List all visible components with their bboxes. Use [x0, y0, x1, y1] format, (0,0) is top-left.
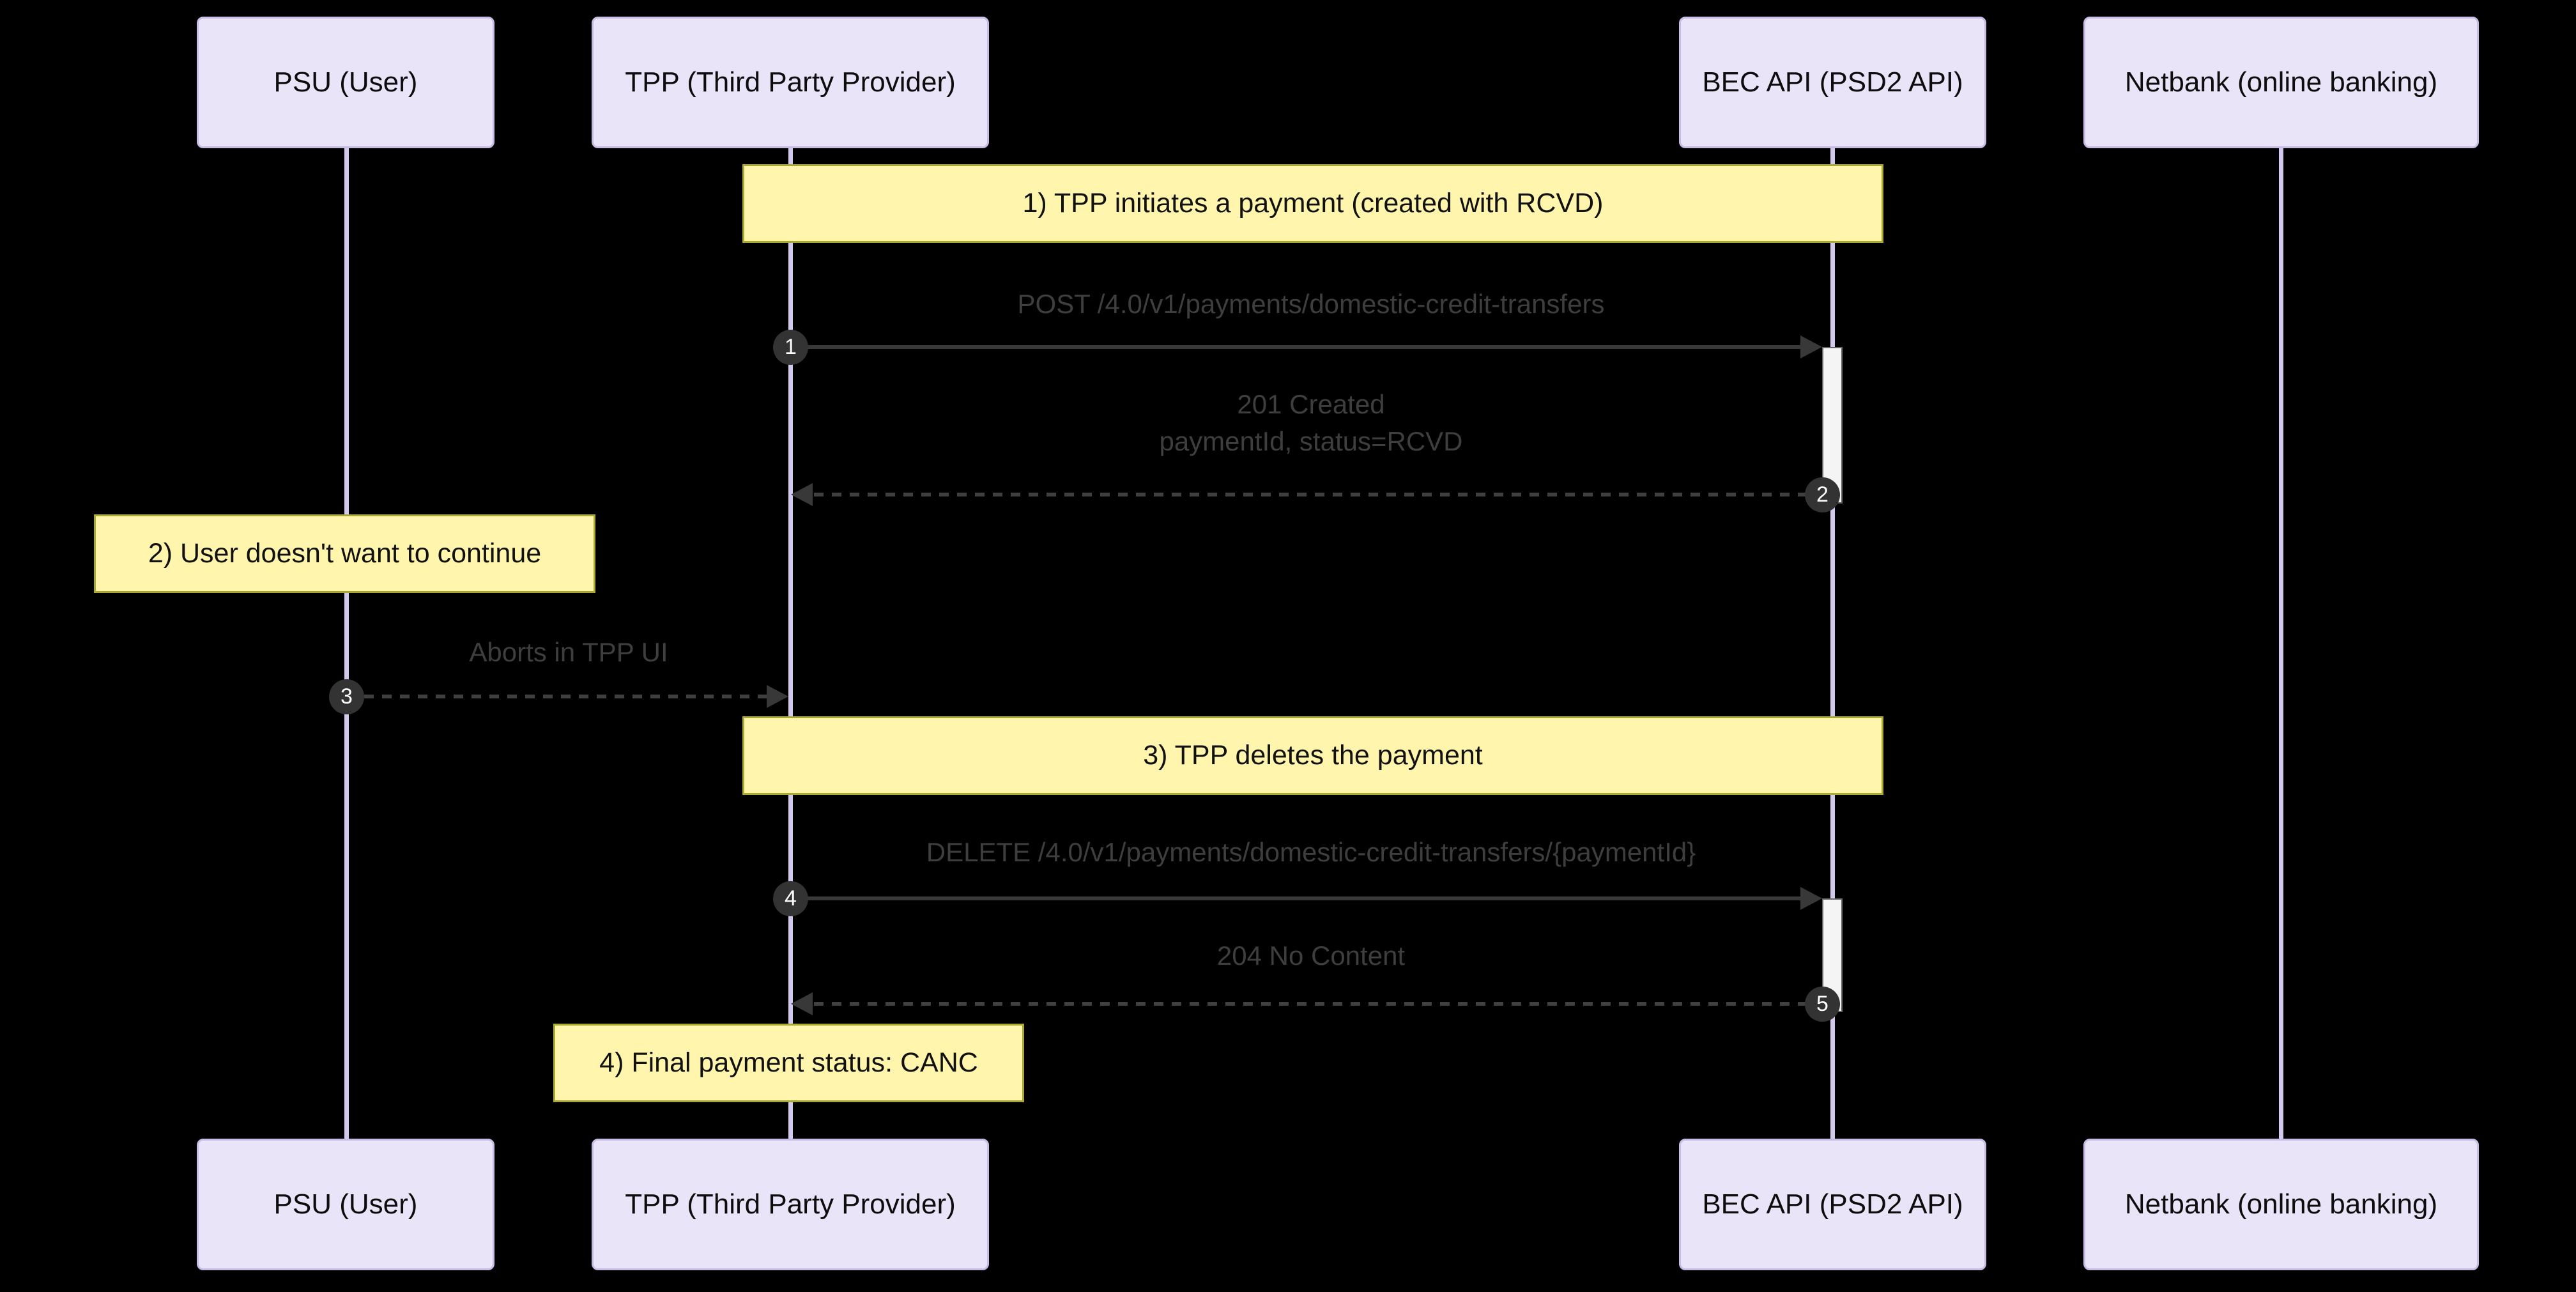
message-2-label: 201 Created paymentId, status=RCVD: [768, 386, 1854, 460]
sequence-number-1: 1: [773, 330, 808, 365]
message-3-arrow-line: [364, 695, 767, 698]
lifeline-netbank: [2279, 148, 2283, 1139]
note-label: 4) Final payment status: CANC: [599, 1047, 978, 1078]
participant-label: Netbank (online banking): [2124, 66, 2438, 98]
message-4-arrow-line: [805, 896, 1804, 900]
message-5-label: 204 No Content: [1216, 941, 1406, 971]
message-1-arrowhead-icon: [1800, 335, 1822, 358]
sequence-number-label: 5: [1816, 992, 1828, 1016]
message-5-arrow-line: [814, 1002, 1822, 1006]
message-2-arrow-line: [814, 493, 1822, 496]
sequence-number-3: 3: [329, 679, 364, 714]
sequence-number-2: 2: [1805, 477, 1840, 512]
message-1-label: POST /4.0/v1/payments/domestic-credit-tr…: [1017, 289, 1605, 319]
participant-label: BEC API (PSD2 API): [1702, 66, 1963, 98]
participant-top-bec: BEC API (PSD2 API): [1679, 17, 1986, 148]
sequence-number-label: 1: [785, 335, 797, 359]
sequence-number-5: 5: [1805, 987, 1840, 1022]
message-2-line1: 201 Created: [1237, 389, 1385, 419]
lifeline-tpp: [788, 148, 793, 1139]
message-3-arrowhead-icon: [767, 685, 788, 708]
sequence-number-4: 4: [773, 881, 808, 916]
participant-label: PSU (User): [273, 66, 418, 98]
note-label: 2) User doesn't want to continue: [148, 538, 542, 569]
message-3-label: Aborts in TPP UI: [469, 637, 668, 667]
participant-bottom-tpp: TPP (Third Party Provider): [592, 1139, 989, 1270]
message-2-line2: paymentId, status=RCVD: [1159, 426, 1463, 456]
message-5-arrowhead-icon: [791, 992, 813, 1015]
message-4-arrowhead-icon: [1800, 887, 1822, 910]
sequence-number-label: 2: [1816, 482, 1828, 507]
note-1-initiate-payment: 1) TPP initiates a payment (created with…: [742, 164, 1883, 243]
sequence-number-label: 4: [785, 886, 797, 911]
participant-label: BEC API (PSD2 API): [1702, 1188, 1963, 1220]
lifeline-psu: [344, 148, 349, 1139]
participant-bottom-bec: BEC API (PSD2 API): [1679, 1139, 1986, 1270]
participant-label: TPP (Third Party Provider): [625, 66, 956, 98]
note-label: 1) TPP initiates a payment (created with…: [1022, 188, 1604, 219]
participant-top-psu: PSU (User): [197, 17, 494, 148]
note-4-final-status: 4) Final payment status: CANC: [553, 1024, 1024, 1102]
participant-bottom-netbank: Netbank (online banking): [2083, 1139, 2479, 1270]
participant-label: Netbank (online banking): [2124, 1188, 2438, 1220]
participant-top-tpp: TPP (Third Party Provider): [592, 17, 989, 148]
note-2-user-aborts: 2) User doesn't want to continue: [94, 514, 595, 593]
message-1-arrow-line: [805, 345, 1804, 349]
lifeline-bec: [1830, 148, 1835, 1139]
note-3-delete-payment: 3) TPP deletes the payment: [742, 716, 1883, 795]
participant-label: TPP (Third Party Provider): [625, 1188, 956, 1220]
participant-label: PSU (User): [273, 1188, 418, 1220]
message-2-arrowhead-icon: [791, 483, 813, 506]
participant-bottom-psu: PSU (User): [197, 1139, 494, 1270]
message-4-label: DELETE /4.0/v1/payments/domestic-credit-…: [926, 837, 1696, 867]
participant-top-netbank: Netbank (online banking): [2083, 17, 2479, 148]
note-label: 3) TPP deletes the payment: [1143, 740, 1483, 771]
sequence-number-label: 3: [341, 684, 353, 709]
